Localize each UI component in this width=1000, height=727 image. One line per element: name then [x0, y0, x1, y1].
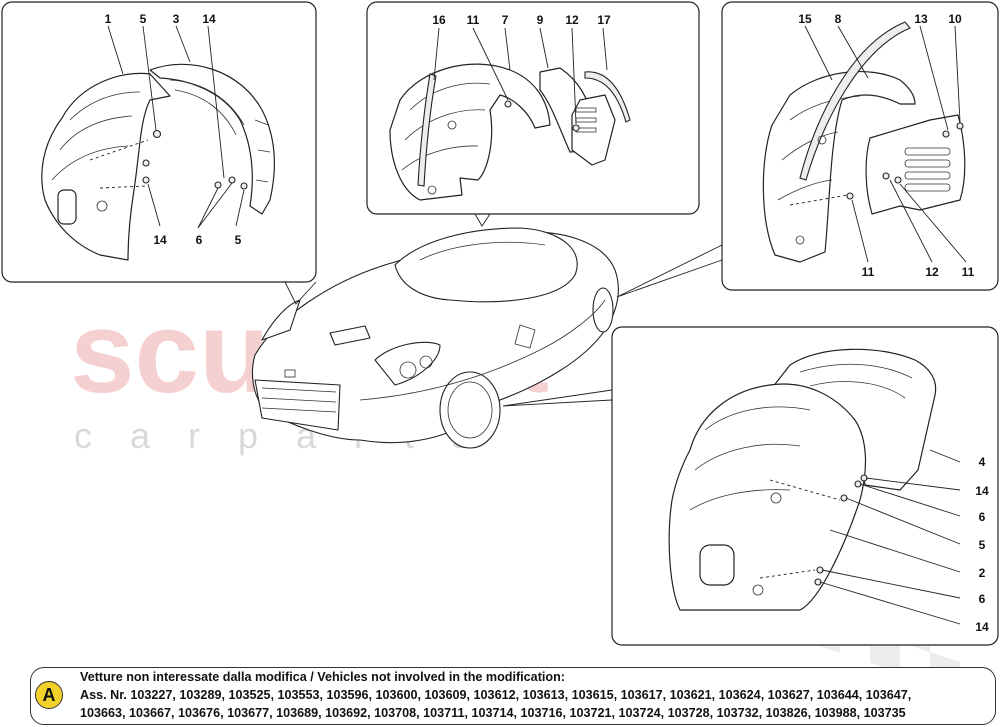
left-detail-panel — [1, 1, 317, 283]
note-assembly-numbers-1: Ass. Nr. 103227, 103289, 103525, 103553,… — [80, 688, 912, 702]
note-assembly-numbers-2: 103663, 103667, 103676, 103677, 103689, … — [80, 706, 906, 720]
callout-3: 3 — [173, 12, 180, 26]
callout-5: 5 — [979, 538, 986, 552]
callout-12: 12 — [925, 265, 939, 279]
callout-8: 8 — [835, 12, 842, 26]
right-top-detail-panel — [721, 1, 999, 291]
right-bottom-detail-panel — [611, 326, 999, 646]
callout-5: 5 — [235, 233, 242, 247]
callout-6: 6 — [979, 510, 986, 524]
callout-6: 6 — [979, 592, 986, 606]
callout-11: 11 — [467, 13, 480, 27]
callout-17: 17 — [597, 13, 611, 27]
callout-4: 4 — [979, 455, 986, 469]
callout-12: 12 — [565, 13, 579, 27]
callout-11: 11 — [962, 265, 975, 279]
car-illustration — [251, 227, 619, 449]
callout-5: 5 — [140, 12, 147, 26]
callout-9: 9 — [537, 13, 544, 27]
callouts-right-bottom: 4 14 6 5 2 6 14 — [975, 455, 989, 634]
callout-13: 13 — [914, 12, 928, 26]
note-badge: A — [35, 681, 63, 709]
pointer-lines — [284, 213, 723, 407]
callouts-left: 1 5 3 14 14 6 5 — [105, 12, 242, 247]
note-title: Vetture non interessate dalla modifica /… — [80, 670, 565, 684]
callout-16: 16 — [432, 13, 446, 27]
note-box — [30, 667, 996, 725]
callout-2: 2 — [979, 566, 986, 580]
top-detail-panel — [366, 1, 700, 215]
callout-14: 14 — [975, 484, 989, 498]
callouts-right-top: 15 8 13 10 11 12 11 — [798, 12, 974, 279]
callout-15: 15 — [798, 12, 812, 26]
callout-14: 14 — [202, 12, 216, 26]
callout-11: 11 — [862, 265, 875, 279]
callout-10: 10 — [948, 12, 962, 26]
callout-7: 7 — [502, 13, 509, 27]
callout-14: 14 — [153, 233, 167, 247]
callout-6: 6 — [196, 233, 203, 247]
callout-1: 1 — [105, 12, 112, 26]
callouts-top: 16 11 7 9 12 17 — [432, 13, 611, 27]
callout-14: 14 — [975, 620, 989, 634]
